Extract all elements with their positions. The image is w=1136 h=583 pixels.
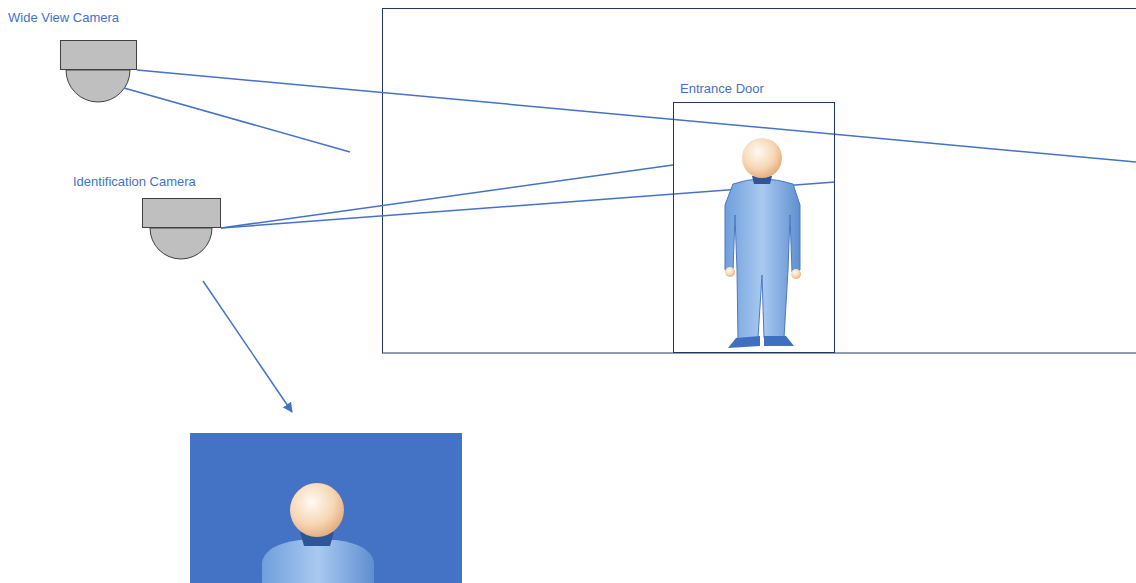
node-label: Wide View Camera <box>8 10 119 25</box>
node-label: Identification Camera <box>73 174 196 189</box>
room-outline <box>383 9 1136 354</box>
captured-image <box>190 433 462 583</box>
person-figure <box>725 138 801 348</box>
output-arrow <box>203 281 292 412</box>
view-line <box>124 88 350 152</box>
camera-node: Identification Camera <box>70 174 230 262</box>
view-line <box>221 165 673 228</box>
door-box: Entrance Door <box>673 102 835 353</box>
node-label: Entrance Door <box>680 81 764 96</box>
view-line <box>137 70 1136 162</box>
camera-node: Wide View Camera <box>6 10 156 102</box>
dome-camera <box>143 199 221 260</box>
dome-camera <box>61 41 137 103</box>
